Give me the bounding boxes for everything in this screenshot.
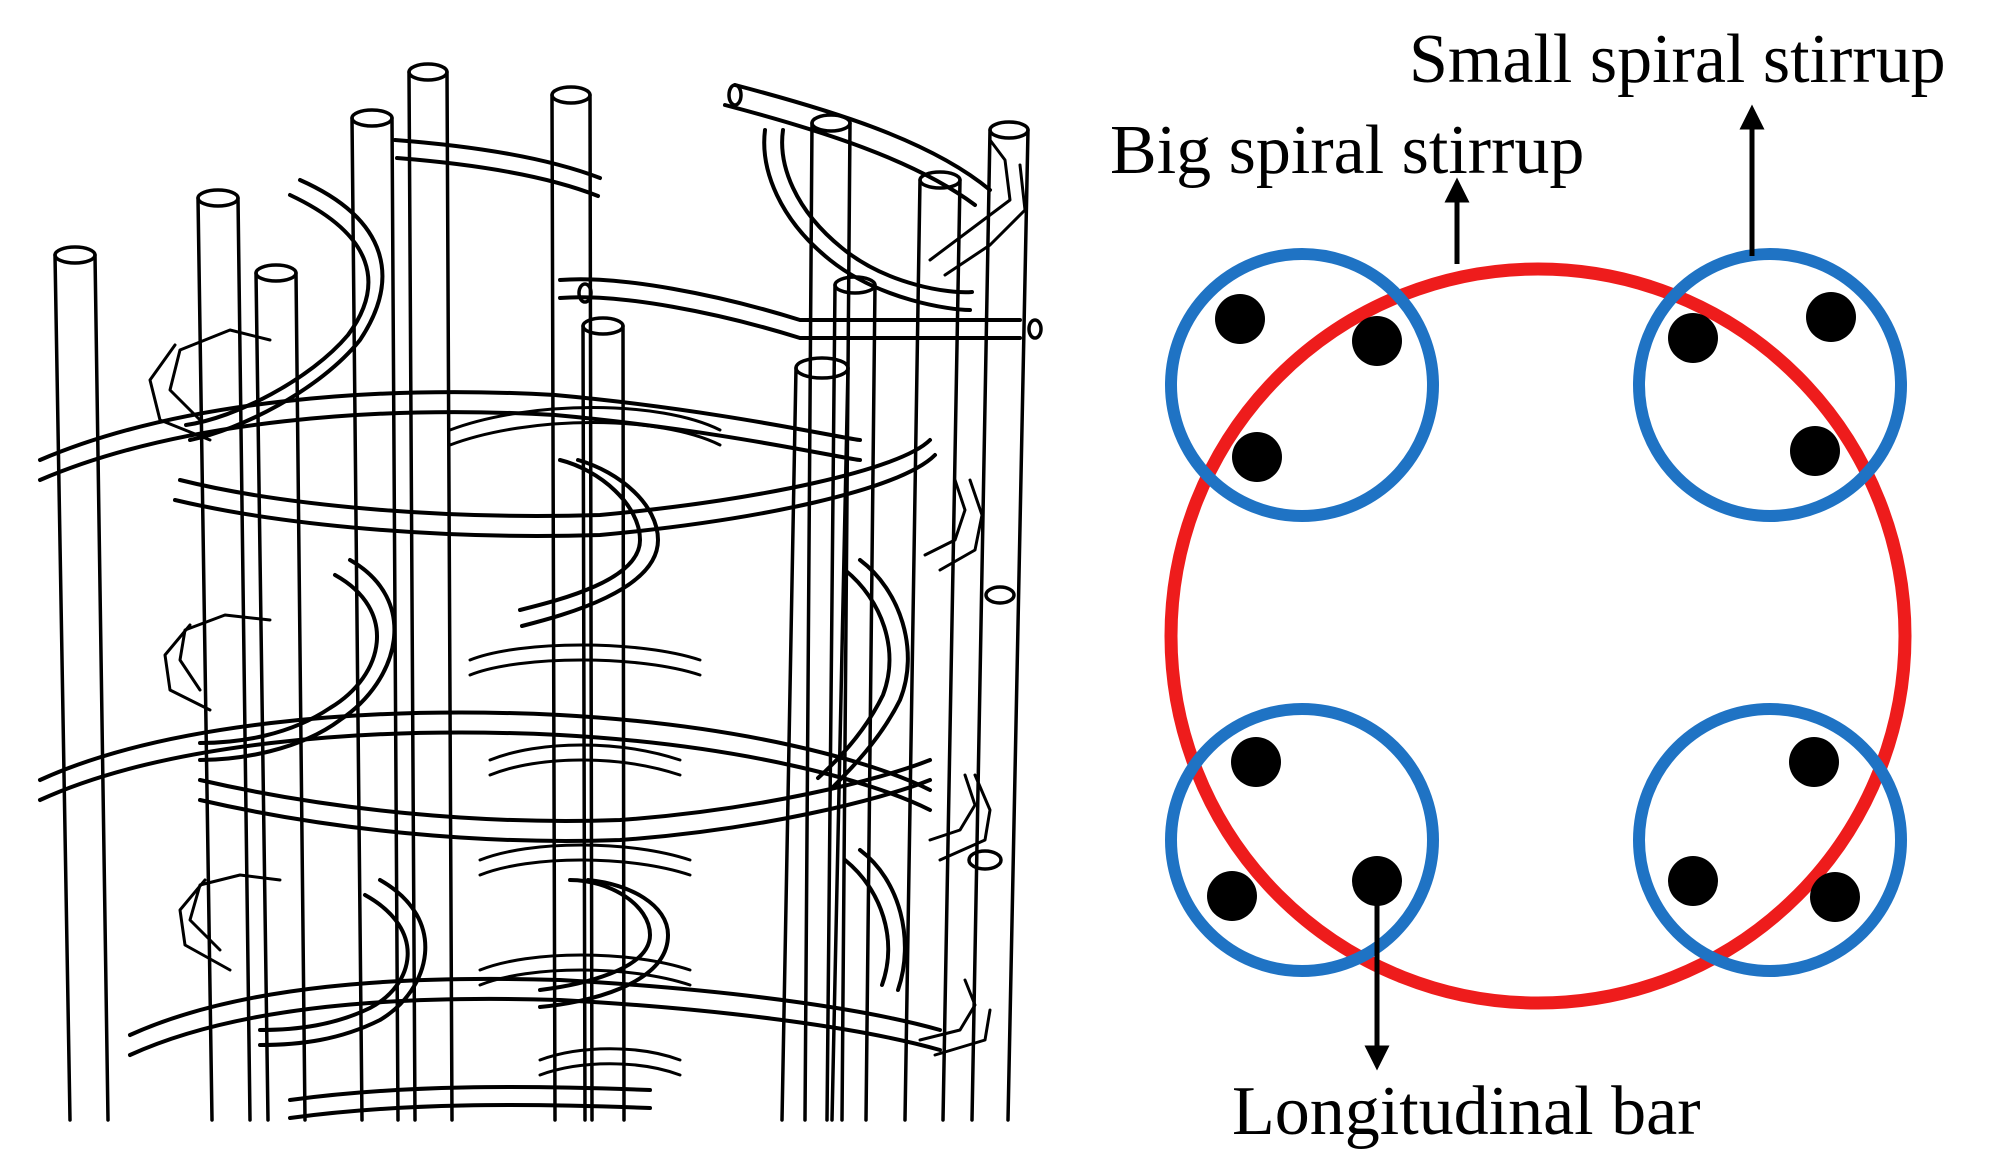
longitudinal-bar-dot xyxy=(1810,872,1860,922)
longitudinal-bar-dot xyxy=(1790,426,1840,476)
longitudinal-bar-dot xyxy=(1352,316,1402,366)
longitudinal-bars-3d xyxy=(53,62,1030,1122)
longitudinal-bar-dot xyxy=(1352,856,1402,906)
bar-3d xyxy=(53,245,110,1122)
bar-3d xyxy=(550,85,594,1122)
longitudinal-bar-dot xyxy=(1215,294,1265,344)
label-longitudinal-bar: Longitudinal bar xyxy=(1232,1073,1701,1150)
longitudinal-bar-dot xyxy=(1789,737,1839,787)
corner-spiral-right xyxy=(918,138,1027,1057)
longitudinal-bar-dot xyxy=(1207,871,1257,921)
small-spiral-stirrup-circle xyxy=(1633,248,1907,522)
cross-section-diagram: Small spiral stirrup Big spiral stirrup … xyxy=(1110,21,1946,1150)
label-small-spiral-stirrup: Small spiral stirrup xyxy=(1409,21,1946,98)
big-spiral-stirrup-circle xyxy=(1164,262,1912,1010)
longitudinal-bar-dot xyxy=(1668,313,1718,363)
longitudinal-bar-dot xyxy=(1806,292,1856,342)
bar-3d xyxy=(903,170,962,1122)
bar-3d xyxy=(407,62,454,1122)
corner-spiral-left xyxy=(148,328,282,972)
bar-3d xyxy=(196,188,252,1122)
rebar-cage-3d-drawing xyxy=(38,62,1043,1122)
label-big-spiral-stirrup: Big spiral stirrup xyxy=(1110,112,1584,189)
longitudinal-bar-dot xyxy=(1668,856,1718,906)
small-spiral-stirrup-circle xyxy=(1165,703,1439,977)
big-spiral-3d xyxy=(38,83,1022,1120)
stirrup-ends-top xyxy=(577,83,1043,871)
bar-3d xyxy=(803,113,852,1122)
small-spiral-stirrup-circle xyxy=(1633,703,1907,977)
longitudinal-bar-dot xyxy=(1232,432,1282,482)
longitudinal-bar-dot xyxy=(1231,737,1281,787)
small-spiral-stirrup-circle xyxy=(1165,248,1439,522)
longitudinal-bars-section xyxy=(1207,292,1860,922)
bar-3d xyxy=(970,120,1030,1122)
